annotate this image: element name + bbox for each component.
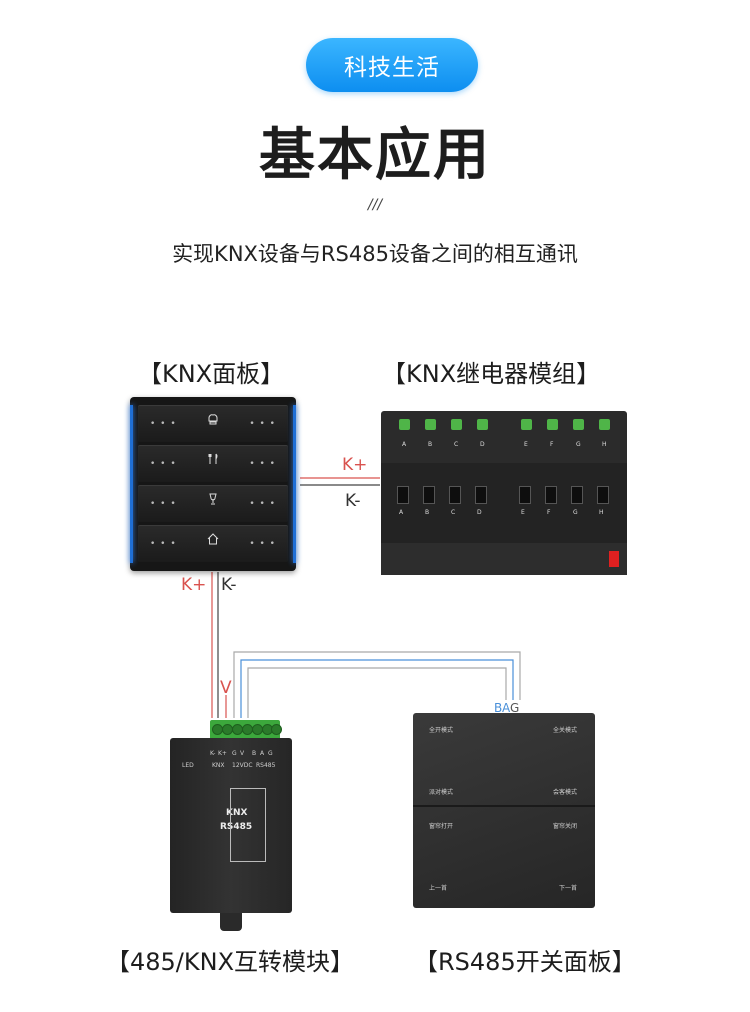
- pin-g2: G: [268, 750, 273, 757]
- caption-converter: 【485/KNX互转模块】: [106, 948, 355, 976]
- tag-pill: 科技生活: [306, 38, 478, 92]
- relay-ch-e: E: [524, 441, 528, 448]
- switch-ch-c: C: [451, 509, 456, 516]
- knx-panel-device: • • • • • • • • • • • • • • • • • • • • …: [130, 397, 296, 571]
- relay-ch-d: D: [480, 441, 485, 448]
- label-12vdc: 12VDC: [232, 762, 253, 769]
- decorative-slashes: ///: [367, 197, 383, 213]
- label-knx-port: KNX: [212, 762, 225, 769]
- relay-ch-f: F: [550, 441, 554, 448]
- switch-ch-f: F: [547, 509, 551, 516]
- pin-a: A: [260, 750, 265, 757]
- relay-ch-g: G: [576, 441, 581, 448]
- page-title: 基本应用: [259, 123, 491, 188]
- label-rs485-port: RS485: [256, 762, 276, 769]
- converter-diagram-box: [230, 788, 266, 862]
- btn-guest: 会客模式: [553, 789, 578, 796]
- label-led: LED: [182, 762, 194, 769]
- converter-title-top: KNX: [226, 808, 248, 818]
- panel-edge-light-right: [293, 405, 296, 563]
- caption-rs485-panel: 【RS485开关面板】: [414, 948, 636, 976]
- label-a: A: [502, 701, 511, 715]
- relay-terminal-strip: A B C D E F G H: [381, 411, 627, 463]
- switch-ch-a: A: [399, 509, 404, 516]
- pin-v: V: [240, 750, 245, 757]
- btn-all-on: 全开模式: [429, 727, 454, 734]
- panel-button-4: • • • • • •: [138, 525, 288, 562]
- knx-relay-device: A B C D E F G H A B C D E F G H: [381, 411, 627, 575]
- label-k-plus-relay: K+: [342, 455, 368, 475]
- label-b: B: [494, 701, 503, 715]
- relay-switch-panel: [381, 463, 627, 543]
- switch-ch-g: G: [573, 509, 578, 516]
- btn-prev-track: 上一首: [429, 885, 448, 892]
- label-k-minus-relay: K-: [345, 491, 361, 511]
- panel-edge-light-left: [130, 405, 133, 563]
- btn-party: 派对模式: [429, 789, 454, 796]
- label-k-plus-down: K+: [181, 575, 207, 595]
- pin-k-minus: K-: [210, 750, 216, 757]
- converter-terminal-block: [210, 720, 282, 740]
- relay-ch-b: B: [428, 441, 433, 448]
- switch-ch-d: D: [477, 509, 482, 516]
- switch-ch-h: H: [599, 509, 604, 516]
- wire-rs485-g: [233, 651, 521, 718]
- btn-curtain-close: 窗帘关闭: [553, 823, 578, 830]
- fork-knife-icon: [208, 453, 218, 464]
- wire-rs485-a: [240, 659, 514, 718]
- rs485-switch-panel: 全开模式 全关模式 派对模式 会客模式 窗帘打开 窗帘关闭 上一首 下一首: [413, 713, 595, 908]
- home-icon: [207, 533, 219, 545]
- page-subtitle: 实现KNX设备与RS485设备之间的相互通讯: [172, 242, 578, 266]
- label-k-minus-down: K-: [221, 575, 237, 595]
- converter-body: K- K+ G V B A G KNX 12VDC RS485 LED KNX …: [170, 738, 292, 913]
- converter-device: K- K+ G V B A G KNX 12VDC RS485 LED KNX …: [170, 720, 292, 931]
- relay-program-button: [609, 551, 619, 567]
- pin-k-plus: K+: [218, 750, 227, 757]
- pin-b: B: [252, 750, 257, 757]
- panel-button-1: • • • • • •: [138, 405, 288, 442]
- wire-rs485-b: [247, 667, 507, 718]
- panel-button-3: • • • • • •: [138, 485, 288, 522]
- label-v: V: [220, 678, 232, 698]
- switch-ch-b: B: [425, 509, 430, 516]
- caption-knx-relay: 【KNX继电器模组】: [382, 360, 601, 388]
- btn-all-off: 全关模式: [553, 727, 578, 734]
- label-g: G: [510, 701, 520, 715]
- pin-g: G: [232, 750, 237, 757]
- relay-bottom-strip: [381, 543, 627, 575]
- switch-ch-e: E: [521, 509, 525, 516]
- caption-knx-panel: 【KNX面板】: [138, 360, 285, 388]
- converter-title-bottom: RS485: [220, 822, 253, 832]
- btn-curtain-open: 窗帘打开: [429, 823, 454, 830]
- converter-mount-ear: [220, 913, 242, 931]
- relay-ch-c: C: [454, 441, 459, 448]
- relay-ch-h: H: [602, 441, 607, 448]
- btn-next-track: 下一首: [559, 885, 578, 892]
- wine-glass-icon: [209, 493, 217, 505]
- chef-hat-icon: [208, 414, 218, 425]
- panel-button-2: • • • • • •: [138, 445, 288, 482]
- relay-ch-a: A: [402, 441, 407, 448]
